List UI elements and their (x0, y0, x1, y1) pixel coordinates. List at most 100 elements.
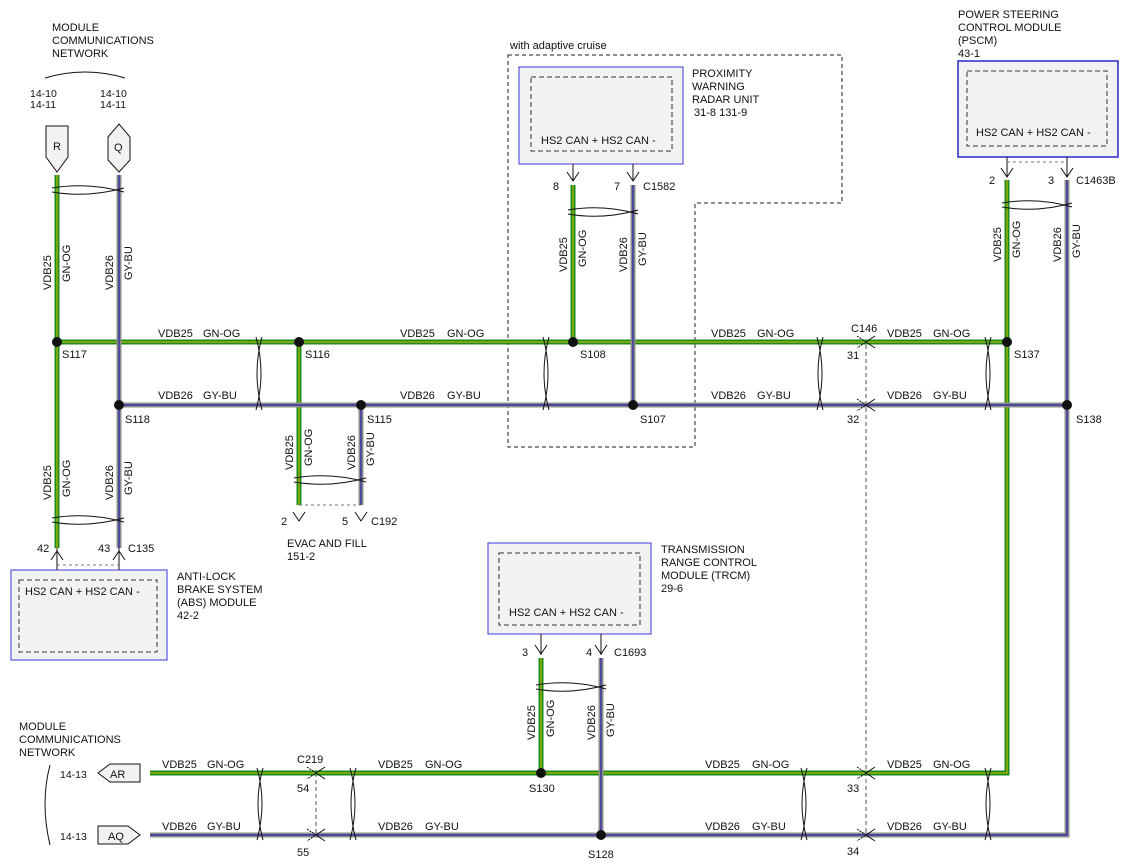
label-gnog-3: GN-OG (757, 328, 794, 340)
network-top-title-1: MODULE (52, 22, 99, 34)
vlabel-gnog-b: GN-OG (61, 460, 73, 497)
label-gybu-6: GY-BU (425, 821, 459, 833)
right-pin-neg: 34 (847, 846, 859, 858)
inline-connectors: C146 31 32 33 34 C219 54 55 (297, 323, 877, 859)
c219-pin-neg: 55 (297, 847, 309, 859)
pscm-pin-pos: 2 (989, 175, 995, 187)
radar-name-1: PROXIMITY (692, 68, 753, 80)
vlabel-gybu-c: GY-BU (365, 432, 377, 466)
splice-s137: S137 (1014, 349, 1040, 361)
vlabel-gybu-d: GY-BU (637, 232, 649, 266)
pscm-pins-label: HS2 CAN + HS2 CAN - (976, 127, 1091, 139)
vlabel-vdb25-e: VDB25 (992, 227, 1004, 262)
label-gybu-3: GY-BU (757, 390, 791, 402)
vlabel-vdb25-d: VDB25 (558, 237, 570, 272)
evac-pin-neg: 5 (342, 516, 348, 528)
vlabel-vdb26-c: VDB26 (346, 435, 358, 470)
vlabel-vdb25-b: VDB25 (42, 465, 54, 500)
label-gnog-8: GN-OG (933, 759, 970, 771)
vlabel-gnog-a: GN-OG (61, 245, 73, 282)
vlabel-vdb26-b: VDB26 (104, 465, 116, 500)
ref-ar: 14-13 (60, 769, 87, 781)
connector-q-label: Q (114, 142, 123, 154)
label-gybu-8: GY-BU (933, 821, 967, 833)
splice-s108: S108 (580, 349, 606, 361)
label-vdb25-8: VDB25 (887, 759, 922, 771)
label-vdb25-5: VDB25 (162, 759, 197, 771)
vlabel-gybu-f: GY-BU (605, 703, 617, 737)
abs-connector: C135 (128, 543, 154, 555)
vlabel-vdb26-d: VDB26 (618, 237, 630, 272)
ref-q-2: 14-11 (100, 99, 126, 111)
connector-ar-label: AR (110, 769, 125, 781)
pscm-pin-neg: 3 (1048, 175, 1054, 187)
splice-s116: S116 (305, 349, 330, 361)
network-bottom-title-1: MODULE (19, 721, 66, 733)
abs-pins-label: HS2 CAN + HS2 CAN - (25, 586, 140, 598)
label-gnog-6: GN-OG (425, 759, 462, 771)
evac-name: EVAC AND FILL (287, 538, 367, 550)
label-vdb25-6: VDB25 (378, 759, 413, 771)
label-vdb25-3: VDB25 (711, 328, 746, 340)
label-vdb26-5: VDB26 (162, 821, 197, 833)
radar-ref: 31-8 131-9 (694, 107, 747, 119)
evac-connector: C192 (371, 516, 397, 528)
vlabel-vdb26-e: VDB26 (1052, 227, 1064, 262)
vlabel-vdb25-a: VDB25 (42, 255, 54, 290)
c146-label: C146 (851, 323, 877, 335)
wire-labels-horizontal: VDB25 GN-OG VDB25 GN-OG VDB25 GN-OG VDB2… (158, 328, 970, 833)
abs-pin-neg: 43 (98, 543, 110, 555)
label-vdb26-7: VDB26 (705, 821, 740, 833)
label-vdb26-6: VDB26 (378, 821, 413, 833)
abs-name-3: (ABS) MODULE (177, 597, 256, 609)
splice-s138: S138 (1076, 414, 1102, 426)
ref-r-2: 14-11 (30, 99, 56, 111)
connector-ar-shape (97, 763, 141, 783)
label-vdb25-2: VDB25 (400, 328, 435, 340)
splice-s107: S107 (640, 414, 666, 426)
abs-module: HS2 CAN + HS2 CAN - ANTI-LOCK BRAKE SYST… (10, 543, 263, 661)
wire-vdb25-group (54, 175, 1010, 776)
label-vdb26-3: VDB26 (711, 390, 746, 402)
splice-s115: S115 (367, 414, 392, 426)
connector-r-shape (45, 125, 69, 173)
c219-pin-pos: 54 (297, 783, 309, 795)
radar-name-3: RADAR UNIT (692, 94, 760, 106)
trcm-name-3: MODULE (TRCM) (661, 570, 750, 582)
splice-s130: S130 (529, 783, 555, 795)
label-vdb25-7: VDB25 (705, 759, 740, 771)
pscm-ref: 43-1 (958, 48, 980, 60)
label-vdb25-1: VDB25 (158, 328, 193, 340)
connector-r-label: R (53, 141, 61, 153)
label-vdb26-1: VDB26 (158, 390, 193, 402)
label-gnog-1: GN-OG (203, 328, 240, 340)
vlabel-gnog-f: GN-OG (545, 700, 557, 737)
vlabel-gnog-c: GN-OG (303, 429, 315, 466)
radar-name-2: WARNING (692, 81, 745, 93)
pscm-name-1: POWER STEERING (958, 9, 1059, 21)
abs-name-1: ANTI-LOCK (177, 571, 236, 583)
label-gybu-1: GY-BU (203, 390, 237, 402)
evac-pin-pos: 2 (281, 516, 287, 528)
splice-s128: S128 (588, 849, 614, 861)
label-gybu-5: GY-BU (207, 821, 241, 833)
radar-pins-label: HS2 CAN + HS2 CAN - (541, 135, 656, 147)
label-vdb26-2: VDB26 (400, 390, 435, 402)
wire-vdb26-group (116, 175, 1070, 838)
vlabel-vdb25-f: VDB25 (526, 705, 538, 740)
ref-r-1: 14-10 (30, 88, 57, 100)
vlabel-gybu-b: GY-BU (123, 461, 135, 495)
connector-aq-shape (97, 825, 141, 845)
vlabel-vdb26-f: VDB26 (586, 705, 598, 740)
trcm-pin-pos: 3 (522, 647, 528, 659)
label-gnog-2: GN-OG (447, 328, 484, 340)
label-gnog-5: GN-OG (207, 759, 244, 771)
c146-pin-pos: 31 (847, 350, 859, 362)
vlabel-vdb26-a: VDB26 (104, 255, 116, 290)
network-top-title-2: COMMUNICATIONS (52, 35, 154, 47)
splice-dots (52, 337, 1072, 840)
pscm-name-3: (PSCM) (958, 35, 997, 47)
twist-markers (51, 185, 1073, 841)
trcm-name-1: TRANSMISSION (661, 544, 745, 556)
vlabel-gybu-e: GY-BU (1071, 224, 1083, 258)
